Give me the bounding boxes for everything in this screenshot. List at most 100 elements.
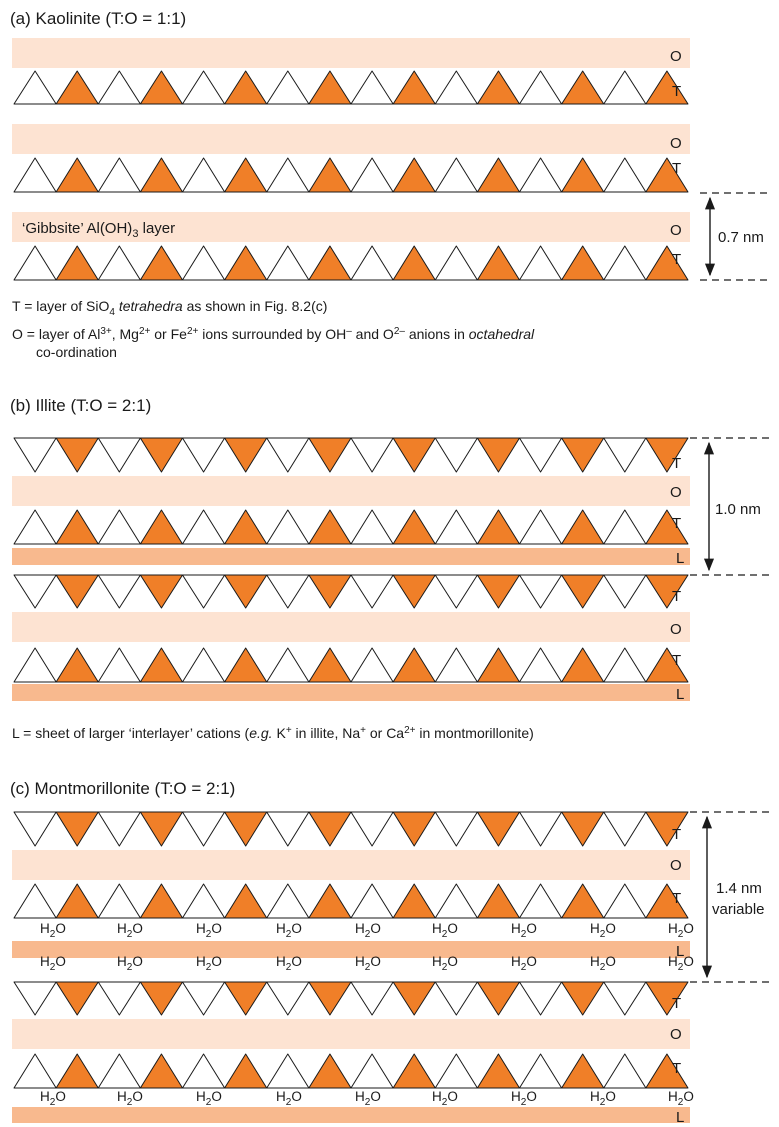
open-tetrahedron: [182, 981, 226, 1016]
open-tetrahedron: [350, 1053, 394, 1089]
illite-structure: T O T L T O T L: [12, 437, 690, 703]
water-molecule-label: H2O: [117, 921, 143, 940]
gibbsite-band: [12, 212, 690, 242]
filled-tetrahedron: [139, 157, 183, 193]
filled-tetrahedron: [392, 883, 436, 919]
water-molecule-label: H2O: [355, 921, 381, 940]
legend-O: O = layer of Al3+, Mg2+ or Fe2+ ions sur…: [12, 326, 535, 342]
open-tetrahedron: [97, 647, 141, 683]
interlayer-band: [12, 684, 690, 701]
open-tetrahedron: [97, 509, 141, 545]
spacing-label: 1.0 nm: [715, 501, 761, 518]
filled-tetrahedron: [645, 245, 689, 281]
open-tetrahedron: [97, 70, 141, 105]
filled-tetrahedron: [392, 647, 436, 683]
water-molecule-label: H2O: [432, 1089, 458, 1108]
filled-tetrahedron: [561, 509, 605, 545]
water-molecule-label: H2O: [668, 1089, 694, 1108]
filled-tetrahedron: [224, 1053, 268, 1089]
tetrahedral-row: [13, 647, 689, 683]
tetrahedral-letter: T: [672, 83, 681, 100]
water-molecule-label: H2O: [276, 921, 302, 940]
filled-tetrahedron: [224, 157, 268, 193]
filled-tetrahedron: [139, 245, 183, 281]
filled-tetrahedron: [308, 437, 352, 473]
legend-O-continuation: co-ordination: [36, 344, 117, 360]
open-tetrahedron: [350, 883, 394, 919]
filled-tetrahedron: [224, 811, 268, 847]
filled-tetrahedron: [645, 811, 689, 847]
open-tetrahedron: [434, 245, 478, 281]
open-tetrahedron: [434, 70, 478, 105]
tetrahedral-row: [13, 509, 689, 545]
octahedral-letter: O: [670, 857, 682, 874]
water-molecule-label: H2O: [196, 1089, 222, 1108]
open-tetrahedron: [519, 647, 563, 683]
water-molecule-label: H2O: [511, 1089, 537, 1108]
open-tetrahedron: [97, 574, 141, 609]
tetrahedral-letter: T: [672, 455, 681, 472]
filled-tetrahedron: [561, 981, 605, 1016]
water-molecule-label: H2O: [590, 921, 616, 940]
open-tetrahedron: [350, 70, 394, 105]
water-molecule-label: H2O: [432, 921, 458, 940]
filled-tetrahedron: [308, 157, 352, 193]
filled-tetrahedron: [561, 437, 605, 473]
tetrahedral-row-inverted: [13, 981, 689, 1016]
interlayer-letter: L: [676, 550, 684, 567]
open-tetrahedron: [182, 811, 226, 847]
open-tetrahedron: [13, 509, 57, 545]
legend-L: L = sheet of larger ‘interlayer’ cations…: [12, 725, 534, 741]
open-tetrahedron: [266, 509, 310, 545]
tetrahedral-row-inverted: [13, 574, 689, 609]
filled-tetrahedron: [139, 811, 183, 847]
water-molecule-label: H2O: [432, 954, 458, 973]
open-tetrahedron: [603, 647, 647, 683]
filled-tetrahedron: [55, 811, 99, 847]
open-tetrahedron: [603, 811, 647, 847]
octahedral-band: [12, 1019, 690, 1049]
montmorillonite-title: (c) Montmorillonite (T:O = 2:1): [10, 779, 235, 798]
filled-tetrahedron: [139, 437, 183, 473]
filled-tetrahedron: [308, 245, 352, 281]
open-tetrahedron: [13, 981, 57, 1016]
filled-tetrahedron: [308, 647, 352, 683]
open-tetrahedron: [603, 509, 647, 545]
filled-tetrahedron: [224, 574, 268, 609]
filled-tetrahedron: [55, 883, 99, 919]
spacing-label: 0.7 nm: [718, 229, 764, 246]
open-tetrahedron: [350, 981, 394, 1016]
interlayer-band: [12, 941, 690, 958]
tetrahedral-letter: T: [672, 515, 681, 532]
open-tetrahedron: [603, 1053, 647, 1089]
filled-tetrahedron: [224, 883, 268, 919]
tetrahedral-row-inverted: [13, 437, 689, 473]
open-tetrahedron: [350, 574, 394, 609]
filled-tetrahedron: [224, 245, 268, 281]
montmorillonite-spacing-indicator: 1.4 nm variable: [690, 811, 770, 983]
open-tetrahedron: [266, 574, 310, 609]
filled-tetrahedron: [561, 883, 605, 919]
kaolinite-panel: (a) Kaolinite (T:O = 1:1) O T O T ‘Gibbs…: [10, 9, 770, 360]
illite-spacing-indicator: 1.0 nm: [690, 437, 770, 576]
octahedral-letter: O: [670, 1026, 682, 1043]
tetrahedral-letter: T: [672, 251, 681, 268]
filled-tetrahedron: [645, 157, 689, 193]
open-tetrahedron: [434, 883, 478, 919]
open-tetrahedron: [434, 647, 478, 683]
filled-tetrahedron: [224, 981, 268, 1016]
filled-tetrahedron: [308, 883, 352, 919]
filled-tetrahedron: [392, 574, 436, 609]
filled-tetrahedron: [645, 70, 689, 105]
open-tetrahedron: [603, 883, 647, 919]
open-tetrahedron: [266, 1053, 310, 1089]
open-tetrahedron: [519, 883, 563, 919]
filled-tetrahedron: [308, 70, 352, 105]
filled-tetrahedron: [308, 1053, 352, 1089]
open-tetrahedron: [13, 70, 57, 105]
filled-tetrahedron: [561, 811, 605, 847]
open-tetrahedron: [434, 811, 478, 847]
water-molecule-label: H2O: [511, 954, 537, 973]
filled-tetrahedron: [561, 574, 605, 609]
octahedral-band: [12, 124, 690, 154]
